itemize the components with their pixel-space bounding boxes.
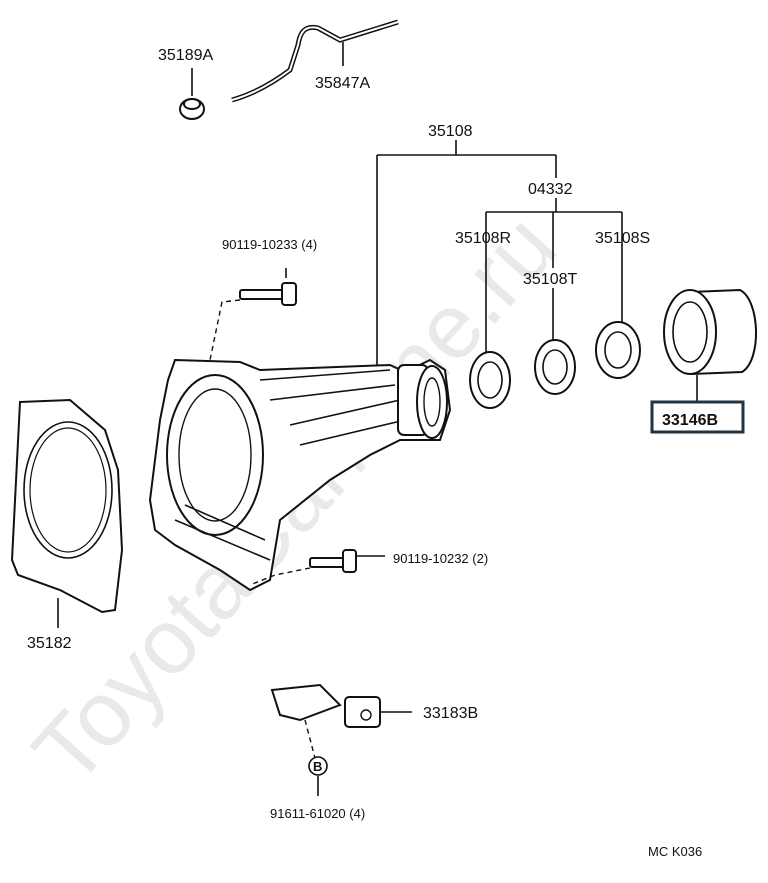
label-90119-10233[interactable]: 90119-10233 (4) (222, 237, 317, 252)
bracket-35108 (376, 140, 557, 370)
part-extension-housing[interactable] (148, 358, 452, 592)
part-sensor-33183b[interactable] (270, 683, 381, 728)
label-35189a[interactable]: 35189A (158, 47, 213, 64)
part-ring-35108t[interactable] (534, 339, 576, 395)
label-35182[interactable]: 35182 (27, 635, 72, 652)
part-cover-33146b[interactable] (663, 288, 758, 376)
leader-bolt-dash (249, 567, 311, 586)
label-90119-10232[interactable]: 90119-10232 (2) (393, 551, 488, 566)
bracket-04332 (485, 198, 623, 352)
label-35108t[interactable]: 35108T (523, 271, 577, 288)
label-callout-b: B (313, 759, 322, 774)
part-bolt-90119-10232[interactable] (309, 549, 357, 573)
leader-bolt-b (304, 719, 316, 759)
part-gasket-35182[interactable] (10, 398, 124, 614)
label-91611-61020[interactable]: 91611-61020 (4) (270, 806, 365, 821)
label-04332[interactable]: 04332 (528, 181, 573, 198)
leader-90119-10233 (209, 299, 241, 361)
callout-b-circle (308, 756, 328, 776)
label-35847a[interactable]: 35847A (315, 75, 370, 92)
label-35108s[interactable]: 35108S (595, 230, 650, 247)
part-bolt-90119-10233[interactable] (239, 282, 297, 306)
diagram-code: MC K036 (648, 844, 702, 859)
label-33183b[interactable]: 33183B (423, 705, 478, 722)
part-35189a-plug[interactable] (179, 98, 205, 120)
part-seal-35108r[interactable] (469, 351, 511, 409)
label-35108[interactable]: 35108 (428, 123, 473, 140)
label-33146b[interactable]: 33146B (662, 412, 718, 429)
highlight-box-33146b (650, 400, 745, 434)
part-bearing-35108s[interactable] (595, 321, 641, 379)
part-35847a-pipe[interactable] (231, 19, 399, 103)
label-35108r[interactable]: 35108R (455, 230, 511, 247)
